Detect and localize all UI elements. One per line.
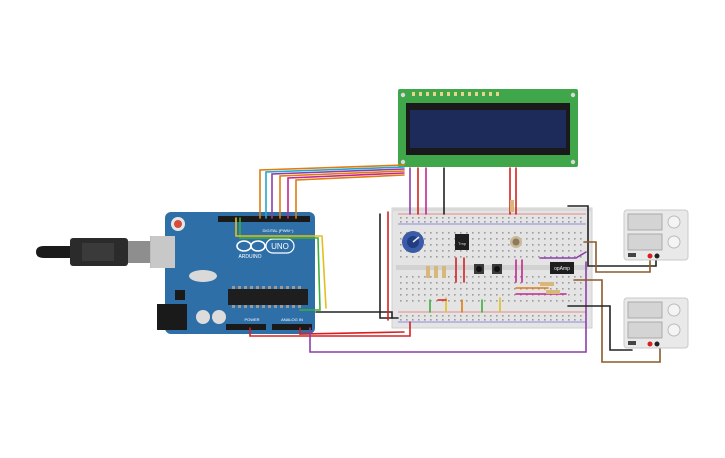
arduino-logo — [236, 238, 295, 254]
temperature-sensor[interactable]: Tmp — [455, 234, 469, 250]
atmega-chip — [228, 289, 308, 305]
reset-button[interactable] — [174, 220, 182, 228]
potentiometer[interactable] — [402, 231, 424, 253]
photoresistor[interactable] — [510, 236, 522, 248]
lcd-display[interactable] — [398, 89, 578, 167]
crystal — [189, 270, 217, 282]
brand-label: ARDUINO — [238, 254, 261, 260]
model-label: UNO — [271, 242, 289, 251]
wires — [235, 164, 661, 363]
sensor-label: Tmp — [458, 241, 467, 246]
current-knob[interactable] — [667, 235, 681, 249]
opamp-label: opAmp — [554, 266, 570, 272]
digital-header[interactable] — [218, 216, 310, 222]
usb-cable[interactable] — [36, 236, 172, 268]
voltage-knob[interactable] — [667, 303, 681, 317]
push-button-2[interactable] — [492, 264, 502, 274]
resistors[interactable] — [426, 200, 560, 294]
lcd-screen — [410, 110, 566, 148]
analog-header[interactable] — [272, 324, 312, 330]
voltage-knob[interactable] — [667, 215, 681, 229]
usb-port — [151, 236, 175, 268]
current-knob[interactable] — [667, 323, 681, 337]
power-supply-bottom[interactable] — [623, 297, 689, 349]
digital-label: DIGITAL (PWM~) — [263, 228, 295, 233]
power-header[interactable] — [226, 324, 266, 330]
power-label: POWER — [244, 317, 259, 322]
power-jack — [157, 304, 187, 330]
opamp-chip[interactable]: opAmp — [550, 262, 574, 274]
power-supply-top[interactable] — [623, 209, 689, 261]
arduino-board[interactable]: UNO ARDUINO DIGITAL (PWM~) POWER ANALOG … — [151, 212, 315, 334]
push-button-1[interactable] — [474, 264, 484, 274]
analog-label: ANALOG IN — [281, 317, 303, 322]
